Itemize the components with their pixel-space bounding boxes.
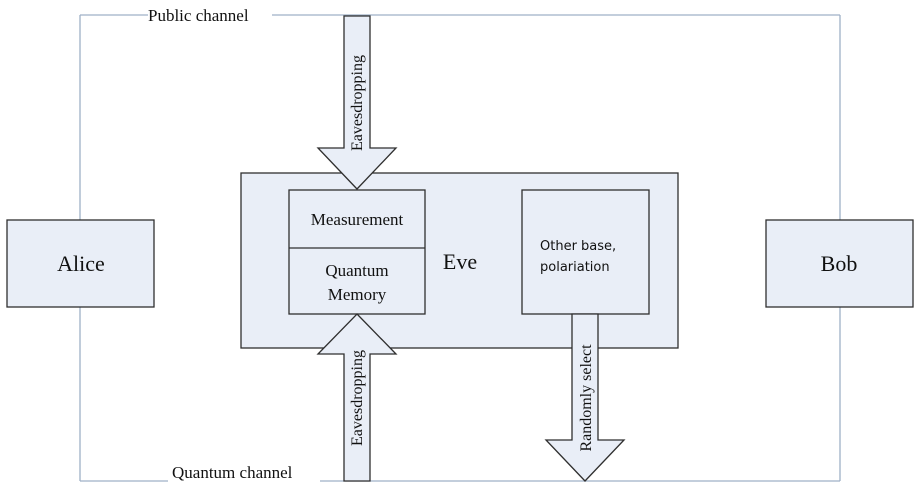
quantum-channel-label: Quantum channel — [172, 463, 293, 482]
randomly-select-label: Randomly select — [578, 344, 595, 452]
public-channel — [79, 14, 841, 220]
bottom-eavesdropping-label: Eavesdropping — [349, 350, 366, 446]
alice-label: Alice — [57, 251, 105, 276]
measurement-memory-box: Measurement Quantum Memory — [288, 189, 426, 315]
quantum-channel — [79, 307, 841, 482]
top-eavesdropping-arrow: Eavesdropping — [316, 15, 398, 190]
public-channel-label: Public channel — [148, 6, 249, 25]
alice-node: Alice — [6, 219, 155, 308]
other-base-label-line1: Other base, — [540, 239, 616, 254]
other-base-label-line2: polariation — [540, 260, 610, 275]
quantum-memory-label-line1: Quantum — [325, 261, 388, 280]
bottom-eavesdropping-arrow: Eavesdropping — [316, 313, 398, 482]
eve-node: Eve Measurement Quantum Memory Other bas… — [240, 172, 679, 349]
quantum-memory-label-line2: Memory — [328, 285, 387, 304]
bob-label: Bob — [821, 251, 858, 276]
randomly-select-arrow: Randomly select — [544, 313, 626, 482]
bob-node: Bob — [765, 219, 914, 308]
measurement-label: Measurement — [311, 210, 404, 229]
top-eavesdropping-label: Eavesdropping — [349, 55, 366, 151]
other-base-box: Other base, polariation — [521, 189, 650, 315]
eve-label: Eve — [443, 249, 477, 274]
